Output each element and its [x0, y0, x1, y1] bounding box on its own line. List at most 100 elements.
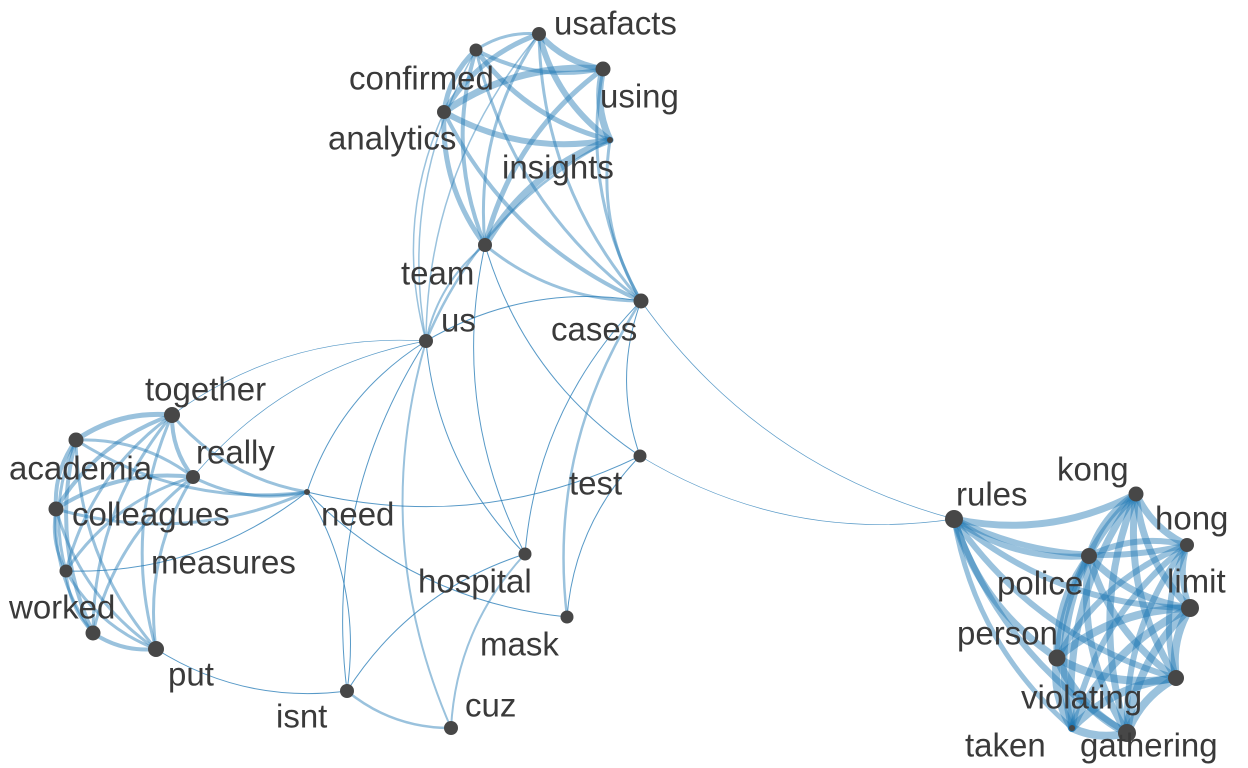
edge-insights-us — [424, 138, 612, 343]
edge-usafacts-insights — [536, 31, 613, 143]
node-label-rules: rules — [956, 476, 1028, 513]
node-mask — [560, 610, 574, 624]
node-put — [148, 641, 164, 657]
edge-limit-gathering — [1123, 604, 1194, 737]
edge-cases-rules — [640, 300, 955, 520]
edge-usafacts-analytics — [441, 31, 542, 115]
node-label-isnt: isnt — [276, 698, 327, 735]
node-hong — [1180, 538, 1194, 552]
edge-together-measures — [64, 413, 174, 573]
node-label-kong: kong — [1057, 451, 1129, 488]
edge-us-isnt — [342, 340, 427, 692]
edge-colleagues-need — [54, 490, 309, 526]
node-taken — [1069, 725, 1075, 731]
edge-analytics-us — [412, 111, 445, 342]
node-label-taken: taken — [965, 727, 1046, 764]
edge-really-academia — [74, 438, 195, 479]
edge-team-test — [484, 244, 641, 457]
node-label-test: test — [569, 465, 622, 502]
node-label-using: using — [600, 78, 679, 115]
node-label-team: team — [401, 255, 474, 292]
edge-insights-team — [481, 136, 614, 249]
node-us — [419, 334, 433, 348]
edge-violating-taken — [1068, 674, 1180, 732]
edge-police-taken — [1060, 552, 1093, 732]
edge-hong-person — [1054, 542, 1190, 661]
edge-rules-police — [951, 516, 1092, 560]
node-label-confirmed: confirmed — [349, 60, 494, 97]
edge-rules-gathering — [951, 516, 1130, 736]
edge-hong-violating — [1165, 542, 1190, 681]
edge-need-mask — [306, 491, 568, 618]
node-label-analytics: analytics — [328, 120, 456, 157]
edge-cases-mask — [562, 299, 643, 619]
edge-measures-put — [64, 569, 158, 651]
edge-hospital-cuz — [450, 553, 526, 729]
node-insights — [607, 137, 613, 143]
node-need — [304, 489, 310, 495]
node-worked — [85, 625, 101, 641]
edge-usafacts-team — [481, 32, 541, 247]
node-together — [164, 407, 180, 423]
edge-rules-person — [950, 515, 1061, 662]
edge-us-really — [192, 340, 427, 478]
node-cases — [633, 293, 649, 309]
node-label-mask: mask — [480, 626, 559, 663]
edge-rules-limit — [951, 516, 1193, 611]
edge-academia-need — [74, 438, 309, 497]
node-label-gathering: gathering — [1080, 727, 1218, 764]
edge-team-us — [425, 244, 486, 342]
node-label-together: together — [145, 371, 266, 408]
node-analytics — [437, 105, 451, 119]
edge-isnt-need — [306, 491, 351, 692]
edge-analytics-cases — [442, 110, 643, 303]
edge-rules-violating — [951, 516, 1179, 681]
edge-analytics-insights — [441, 109, 613, 148]
edge-really-measures — [64, 475, 195, 573]
edge-together-academia — [73, 411, 175, 443]
node-using — [595, 61, 611, 77]
node-isnt — [340, 684, 354, 698]
node-person — [1048, 649, 1066, 667]
edge-limit-person — [1053, 604, 1194, 662]
edge-confirmed-using — [474, 48, 605, 75]
edge-kong-police — [1085, 490, 1140, 560]
edge-academia-worked — [64, 438, 95, 635]
node-label-violating: violating — [1021, 679, 1142, 716]
edge-cases-test — [626, 300, 642, 457]
node-label-us: us — [441, 302, 476, 339]
node-cuz — [444, 721, 458, 735]
node-test — [633, 449, 647, 463]
node-label-measures: measures — [151, 544, 296, 581]
node-usafacts — [532, 27, 546, 41]
nodes-layer — [48, 27, 1199, 742]
edge-team-hospital — [473, 244, 526, 555]
edge-cases-hospital — [524, 300, 642, 555]
node-label-cases: cases — [551, 311, 637, 348]
edge-person-gathering — [1053, 654, 1131, 737]
edge-analytics-team — [441, 109, 488, 248]
edge-really-put — [152, 475, 195, 651]
edge-police-person — [1053, 552, 1093, 662]
edge-test-rules — [639, 455, 955, 525]
edge-together-worked — [91, 413, 174, 635]
edge-police-gathering — [1082, 552, 1131, 737]
edge-confirmed-insights — [473, 47, 613, 143]
edge-rules-taken — [951, 516, 1075, 731]
edge-team-cases — [483, 243, 643, 303]
node-rules — [945, 510, 963, 528]
node-label-cuz: cuz — [465, 687, 516, 724]
edge-police-limit — [1085, 552, 1194, 612]
node-measures — [59, 564, 73, 578]
edge-insights-cases — [605, 138, 643, 303]
edge-really-need — [191, 475, 309, 498]
edge-hong-taken — [1069, 542, 1190, 731]
node-label-hospital: hospital — [418, 563, 532, 600]
node-colleagues — [48, 501, 64, 517]
node-gathering — [1118, 724, 1136, 742]
edge-measures-need — [65, 491, 308, 572]
edge-using-analytics — [440, 64, 607, 116]
node-really — [186, 470, 200, 484]
node-label-hong: hong — [1155, 500, 1228, 537]
